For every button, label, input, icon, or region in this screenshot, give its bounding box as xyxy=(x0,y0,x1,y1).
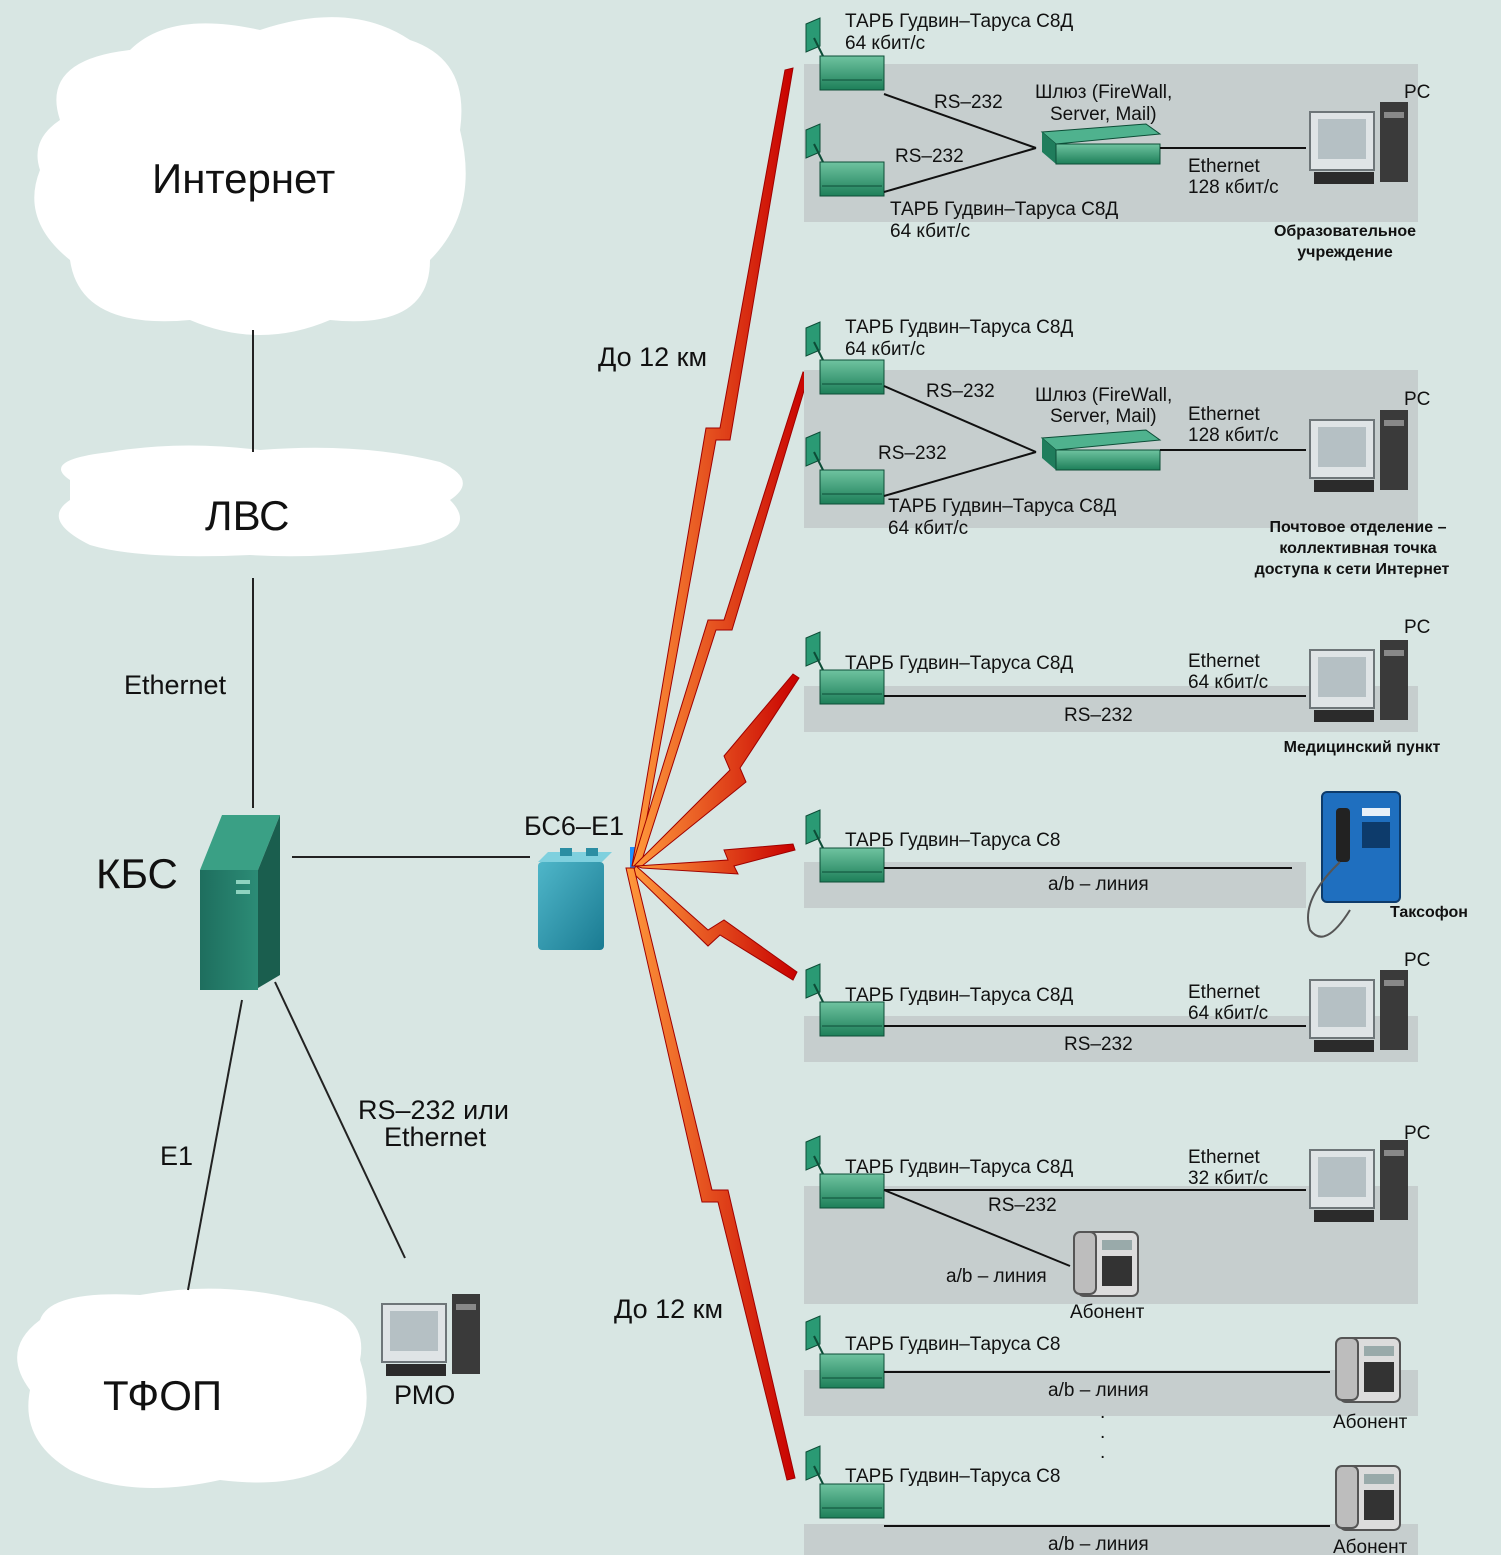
branch6-eth: Ethernet xyxy=(1188,1147,1261,1168)
branch8-phone xyxy=(1335,1465,1401,1531)
branch1-eth: Ethernet xyxy=(1188,156,1261,177)
branch6-rs: RS–232 xyxy=(988,1195,1057,1216)
distance-top-label: До 12 км xyxy=(598,342,707,372)
lan-label: ЛВС xyxy=(205,492,290,539)
branch4-site: Таксофон xyxy=(1390,904,1468,921)
branch2-site-3: доступа к сети Интернет xyxy=(1255,561,1450,578)
kbs-pstn-link xyxy=(187,999,243,1291)
internet-label: Интернет xyxy=(152,155,335,202)
branch6-pc-label: PC xyxy=(1404,1123,1430,1144)
branch6-subscriber: Абонент xyxy=(1070,1302,1145,1323)
branch2-rs-link-b xyxy=(883,451,1037,497)
rmo-label: РМО xyxy=(394,1380,455,1410)
branch8-modem-label: ТАРБ Гудвин–Таруса С8 xyxy=(845,1466,1060,1487)
branch2-gateway-1: Шлюз (FireWall, xyxy=(1035,385,1172,406)
kbs-label: КБС xyxy=(96,850,178,897)
branch1-rs-b: RS–232 xyxy=(895,146,964,167)
branch3-modem-label: ТАРБ Гудвин–Таруса С8Д xyxy=(845,653,1073,674)
branch7-phone xyxy=(1335,1337,1401,1403)
branch1-site-1: Образовательное xyxy=(1274,223,1416,240)
branch1-modem-b-label: ТАРБ Гудвин–Таруса С8Д xyxy=(890,199,1118,220)
payphone-icon xyxy=(1307,791,1401,938)
branch2-pc-label: PC xyxy=(1404,389,1430,410)
rs-link-label-1: RS–232 или xyxy=(358,1095,509,1125)
branch6-eth-rate: 32 кбит/с xyxy=(1188,1168,1268,1189)
ethernet-link-label: Ethernet xyxy=(124,670,227,700)
branch5-modem-label: ТАРБ Гудвин–Таруса С8Д xyxy=(845,985,1073,1006)
branch8-line: a/b – линия xyxy=(1048,1534,1149,1555)
branch1-rs-a: RS–232 xyxy=(934,92,1003,113)
ellipsis-dot-3: . xyxy=(1100,1442,1105,1463)
branch5-rs: RS–232 xyxy=(1064,1034,1133,1055)
branch5-pc-label: PC xyxy=(1404,950,1430,971)
branch1-rs-link-b xyxy=(883,147,1037,193)
branch2-modem-a-label: ТАРБ Гудвин–Таруса С8Д xyxy=(845,317,1073,338)
branch3-pc-label: PC xyxy=(1404,617,1430,638)
branch3-eth: Ethernet xyxy=(1188,651,1261,672)
branch3-site: Медицинский пункт xyxy=(1284,739,1441,756)
branch7-line: a/b – линия xyxy=(1048,1380,1149,1401)
branch7-subscriber: Абонент xyxy=(1333,1412,1408,1433)
branch2-eth-rate: 128 кбит/с xyxy=(1188,425,1279,446)
bs-base-station xyxy=(538,847,637,950)
ellipsis-dot-2: . xyxy=(1100,1422,1105,1443)
branch5-eth: Ethernet xyxy=(1188,982,1261,1003)
branch2-rs-link-a xyxy=(883,385,1037,453)
lan-cloud xyxy=(58,445,463,557)
branch1-rate-a: 64 кбит/с xyxy=(845,33,925,54)
branch6-ab-link xyxy=(883,1189,1071,1267)
internet-cloud xyxy=(34,17,466,336)
branch2-site-2: коллективная точка xyxy=(1279,540,1436,557)
branch1-rs-link-a xyxy=(883,93,1037,149)
branch2-modem-b-label: ТАРБ Гудвин–Таруса С8Д xyxy=(888,496,1116,517)
branch3-rs: RS–232 xyxy=(1064,705,1133,726)
branch3-eth-rate: 64 кбит/с xyxy=(1188,672,1268,693)
bs-label: БС6–Е1 xyxy=(524,811,624,841)
kbs-rmo-link xyxy=(274,981,406,1259)
branch7-panel xyxy=(804,1370,1418,1416)
branch1-gateway-1: Шлюз (FireWall, xyxy=(1035,82,1172,103)
distance-bottom-label: До 12 км xyxy=(614,1294,723,1324)
rs-link-label-2: Ethernet xyxy=(384,1122,487,1152)
branch6-modem-label: ТАРБ Гудвин–Таруса С8Д xyxy=(845,1157,1073,1178)
branch1-rate-b: 64 кбит/с xyxy=(890,221,970,242)
branch8-panel xyxy=(804,1524,1418,1555)
branch6-phone xyxy=(1073,1231,1139,1297)
branch6-line: a/b – линия xyxy=(946,1266,1047,1287)
branch1-pc-label: PC xyxy=(1404,82,1430,103)
branch5-eth-rate: 64 кбит/с xyxy=(1188,1003,1268,1024)
branch1-gateway-2: Server, Mail) xyxy=(1050,104,1157,125)
branch4-modem-label: ТАРБ Гудвин–Таруса С8 xyxy=(845,830,1060,851)
branch8-subscriber: Абонент xyxy=(1333,1537,1408,1555)
kbs-server xyxy=(200,815,280,990)
branch4-line: a/b – линия xyxy=(1048,874,1149,895)
pstn-cloud xyxy=(17,1288,367,1488)
branch2-rate-b: 64 кбит/с xyxy=(888,518,968,539)
e1-link-label: E1 xyxy=(160,1141,193,1171)
branch1-site-2: учреждение xyxy=(1297,244,1393,261)
pstn-label: ТФОП xyxy=(103,1372,222,1419)
branch4-panel xyxy=(804,862,1306,908)
branch2-rate-a: 64 кбит/с xyxy=(845,339,925,360)
ellipsis-dot-1: . xyxy=(1100,1402,1105,1423)
branch1-modem-a-label: ТАРБ Гудвин–Таруса С8Д xyxy=(845,11,1073,32)
rmo-workstation xyxy=(381,1293,481,1377)
branch2-rs-a: RS–232 xyxy=(926,381,995,402)
branch2-site-1: Почтовое отделение – xyxy=(1270,519,1447,536)
branch2-eth: Ethernet xyxy=(1188,404,1261,425)
branch2-rs-b: RS–232 xyxy=(878,443,947,464)
branch2-gateway-2: Server, Mail) xyxy=(1050,406,1157,427)
radio-links xyxy=(625,67,810,1481)
branch7-modem-label: ТАРБ Гудвин–Таруса С8 xyxy=(845,1334,1060,1355)
branch1-eth-rate: 128 кбит/с xyxy=(1188,177,1279,198)
